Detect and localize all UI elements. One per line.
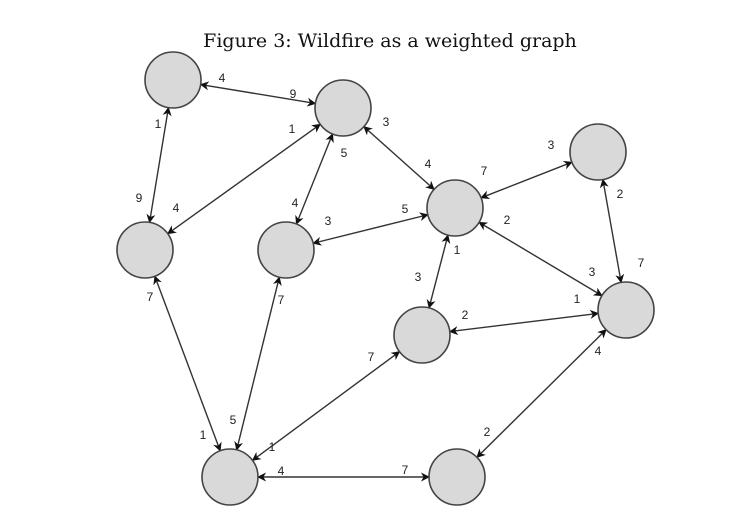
edge-B-E: [167, 123, 321, 235]
edge-weight-label: 7: [147, 290, 154, 304]
edge-weight-label: 2: [462, 308, 469, 322]
edge-weight-label: 3: [589, 265, 596, 279]
edge-weight-label: 9: [290, 87, 297, 101]
edge-weight-label: 7: [638, 256, 645, 270]
edge-E-I: [153, 275, 222, 452]
edge-weight-label: 4: [219, 71, 226, 85]
edge-G-I: [251, 351, 401, 461]
edge-weight-label: 2: [617, 187, 624, 201]
graph-node-D: [569, 123, 627, 181]
graph-node-E: [116, 221, 174, 279]
edge-weight-label: 1: [289, 122, 296, 136]
edge-J-H: [476, 329, 607, 458]
edge-C-D: [480, 160, 573, 200]
graph-node-I: [201, 448, 259, 506]
edge-weight-label: 5: [402, 202, 409, 216]
edge-weight-label: 4: [278, 464, 285, 478]
graph-node-C: [426, 179, 484, 237]
edge-B-F: [295, 133, 334, 225]
edge-weight-label: 3: [548, 138, 555, 152]
edge-weight-label: 3: [325, 214, 332, 228]
edge-C-G: [426, 234, 451, 309]
graph-node-F: [257, 221, 315, 279]
edge-weight-label: 1: [200, 428, 207, 442]
edge-weight-label: 4: [292, 196, 299, 210]
edge-weight-label: 4: [595, 344, 602, 358]
edge-C-H: [478, 221, 603, 297]
edge-weight-label: 2: [504, 213, 511, 227]
edge-weight-label: 1: [574, 292, 581, 306]
edge-weight-label: 7: [278, 293, 285, 307]
figure-title: Figure 3: Wildfire as a weighted graph: [203, 30, 577, 52]
edge-D-H: [599, 178, 625, 284]
edge-weight-label: 5: [230, 413, 237, 427]
edge-weight-label: 3: [383, 115, 390, 129]
edge-weight-label: 3: [415, 270, 422, 284]
edge-A-E: [146, 106, 172, 224]
edge-F-I: [234, 276, 282, 451]
edge-weight-label: 7: [368, 350, 375, 364]
graph-node-H: [597, 281, 655, 339]
edge-weight-label: 4: [173, 201, 180, 215]
edge-G-H: [448, 309, 600, 336]
edge-weight-label: 1: [454, 243, 461, 257]
graph-node-J: [428, 448, 486, 506]
edge-weight-label: 2: [484, 425, 491, 439]
edge-weight-label: 1: [269, 440, 276, 454]
edge-F-C: [312, 212, 429, 246]
edge-weight-label: 4: [425, 157, 432, 171]
edge-A-B: [199, 81, 317, 107]
edge-B-C: [363, 126, 435, 190]
edge-weight-label: 1: [155, 117, 162, 131]
edge-weight-label: 5: [341, 146, 348, 160]
graph-node-A: [144, 51, 202, 109]
graph-node-G: [393, 306, 451, 364]
edge-weight-label: 7: [402, 463, 409, 477]
edge-weight-label: 9: [136, 191, 143, 205]
graph-node-B: [314, 79, 372, 137]
edge-weight-label: 7: [481, 164, 488, 178]
